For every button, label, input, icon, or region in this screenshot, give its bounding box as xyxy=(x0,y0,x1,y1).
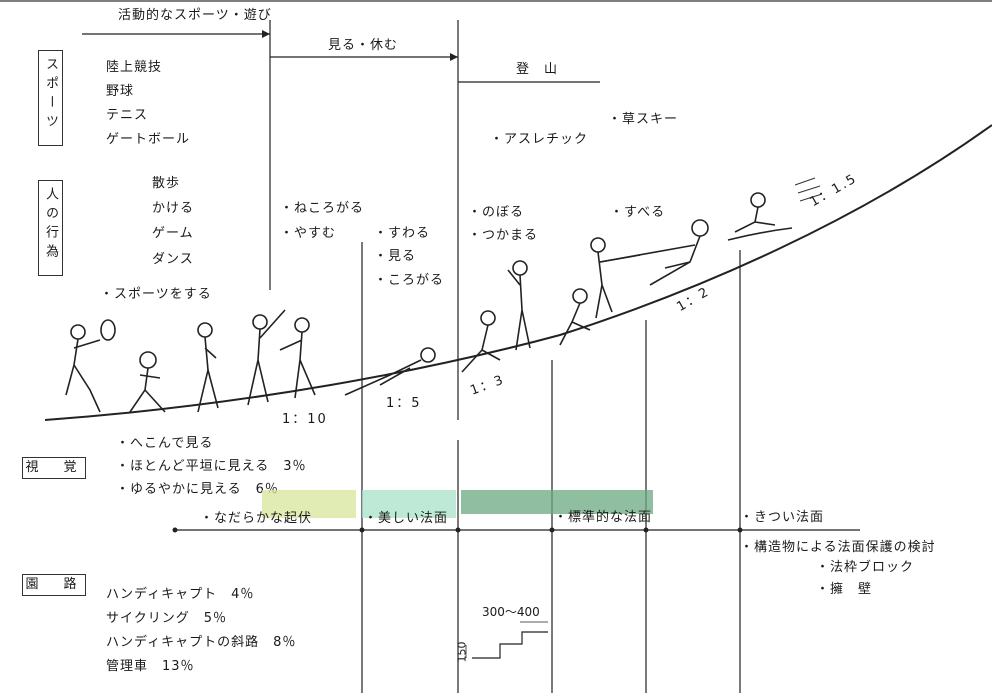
ratio-label: 1：5 xyxy=(386,396,422,411)
sports-grass-ski: ・草スキー xyxy=(608,112,679,127)
row-label-vision: 視 覚 xyxy=(22,457,86,479)
row-label-actions: 人の行為 xyxy=(38,180,63,276)
action-item: ・のぼる xyxy=(468,205,525,220)
slope-type: ・美しい法面 xyxy=(364,511,449,526)
sports-item: ゲートボール xyxy=(106,132,191,147)
action-item: ・すべる xyxy=(610,205,666,220)
sports-item: 野球 xyxy=(106,84,135,99)
slope-extra: ・構造物による法面保護の検討 xyxy=(740,540,936,555)
vision-item: ・へこんで見る xyxy=(116,436,214,451)
slope-type: ・なだらかな起伏 xyxy=(200,511,313,526)
stair-tread: 300～400 xyxy=(482,605,540,619)
header-active-sports: 活動的なスポーツ・遊び xyxy=(118,8,272,23)
action-item: ・やすむ xyxy=(280,226,337,241)
header-climbing: 登 山 xyxy=(516,62,559,77)
action-sports: ・スポーツをする xyxy=(100,287,212,302)
vision-item: ・ゆるやかに見える 6％ xyxy=(116,482,279,497)
path-item: ハンディキャプト 4％ xyxy=(106,587,255,602)
header-see-rest: 見る・休む xyxy=(328,38,399,53)
action-item: ・すわる xyxy=(374,226,431,241)
slope-type: ・標準的な法面 xyxy=(554,510,653,525)
sports-item: テニス xyxy=(106,108,149,123)
highlight-standard xyxy=(461,490,653,514)
path-item: ハンディキャプトの斜路 8％ xyxy=(106,635,297,650)
action-item: ダンス xyxy=(152,252,194,267)
sports-athletic: ・アスレチック xyxy=(490,132,589,147)
ratio-label: 1：10 xyxy=(282,412,328,427)
highlight-beautiful xyxy=(362,490,456,518)
row-label-sports: スポーツ xyxy=(38,50,63,146)
path-item: 管理車 13％ xyxy=(106,659,195,674)
action-item: ・見る xyxy=(374,249,417,264)
row-label-path: 園 路 xyxy=(22,574,86,596)
slope-extra: ・法枠ブロック xyxy=(816,560,915,575)
slope-type: ・きつい法面 xyxy=(740,510,825,525)
highlight-gentle xyxy=(262,490,356,518)
action-item: ・つかまる xyxy=(468,228,539,243)
action-item: ゲーム xyxy=(152,226,194,241)
path-item: サイクリング 5％ xyxy=(106,611,228,626)
stair-riser: 150 xyxy=(455,641,469,663)
figures xyxy=(65,192,793,413)
action-item: ・ねころがる xyxy=(280,201,365,216)
action-item: ・ころがる xyxy=(374,273,445,288)
sports-item: 陸上競技 xyxy=(106,60,163,75)
action-item: 散歩 xyxy=(152,176,181,191)
vision-item: ・ほとんど平垣に見える 3％ xyxy=(116,459,307,474)
action-item: かける xyxy=(152,201,195,216)
slope-extra: ・擁 壁 xyxy=(816,582,873,597)
